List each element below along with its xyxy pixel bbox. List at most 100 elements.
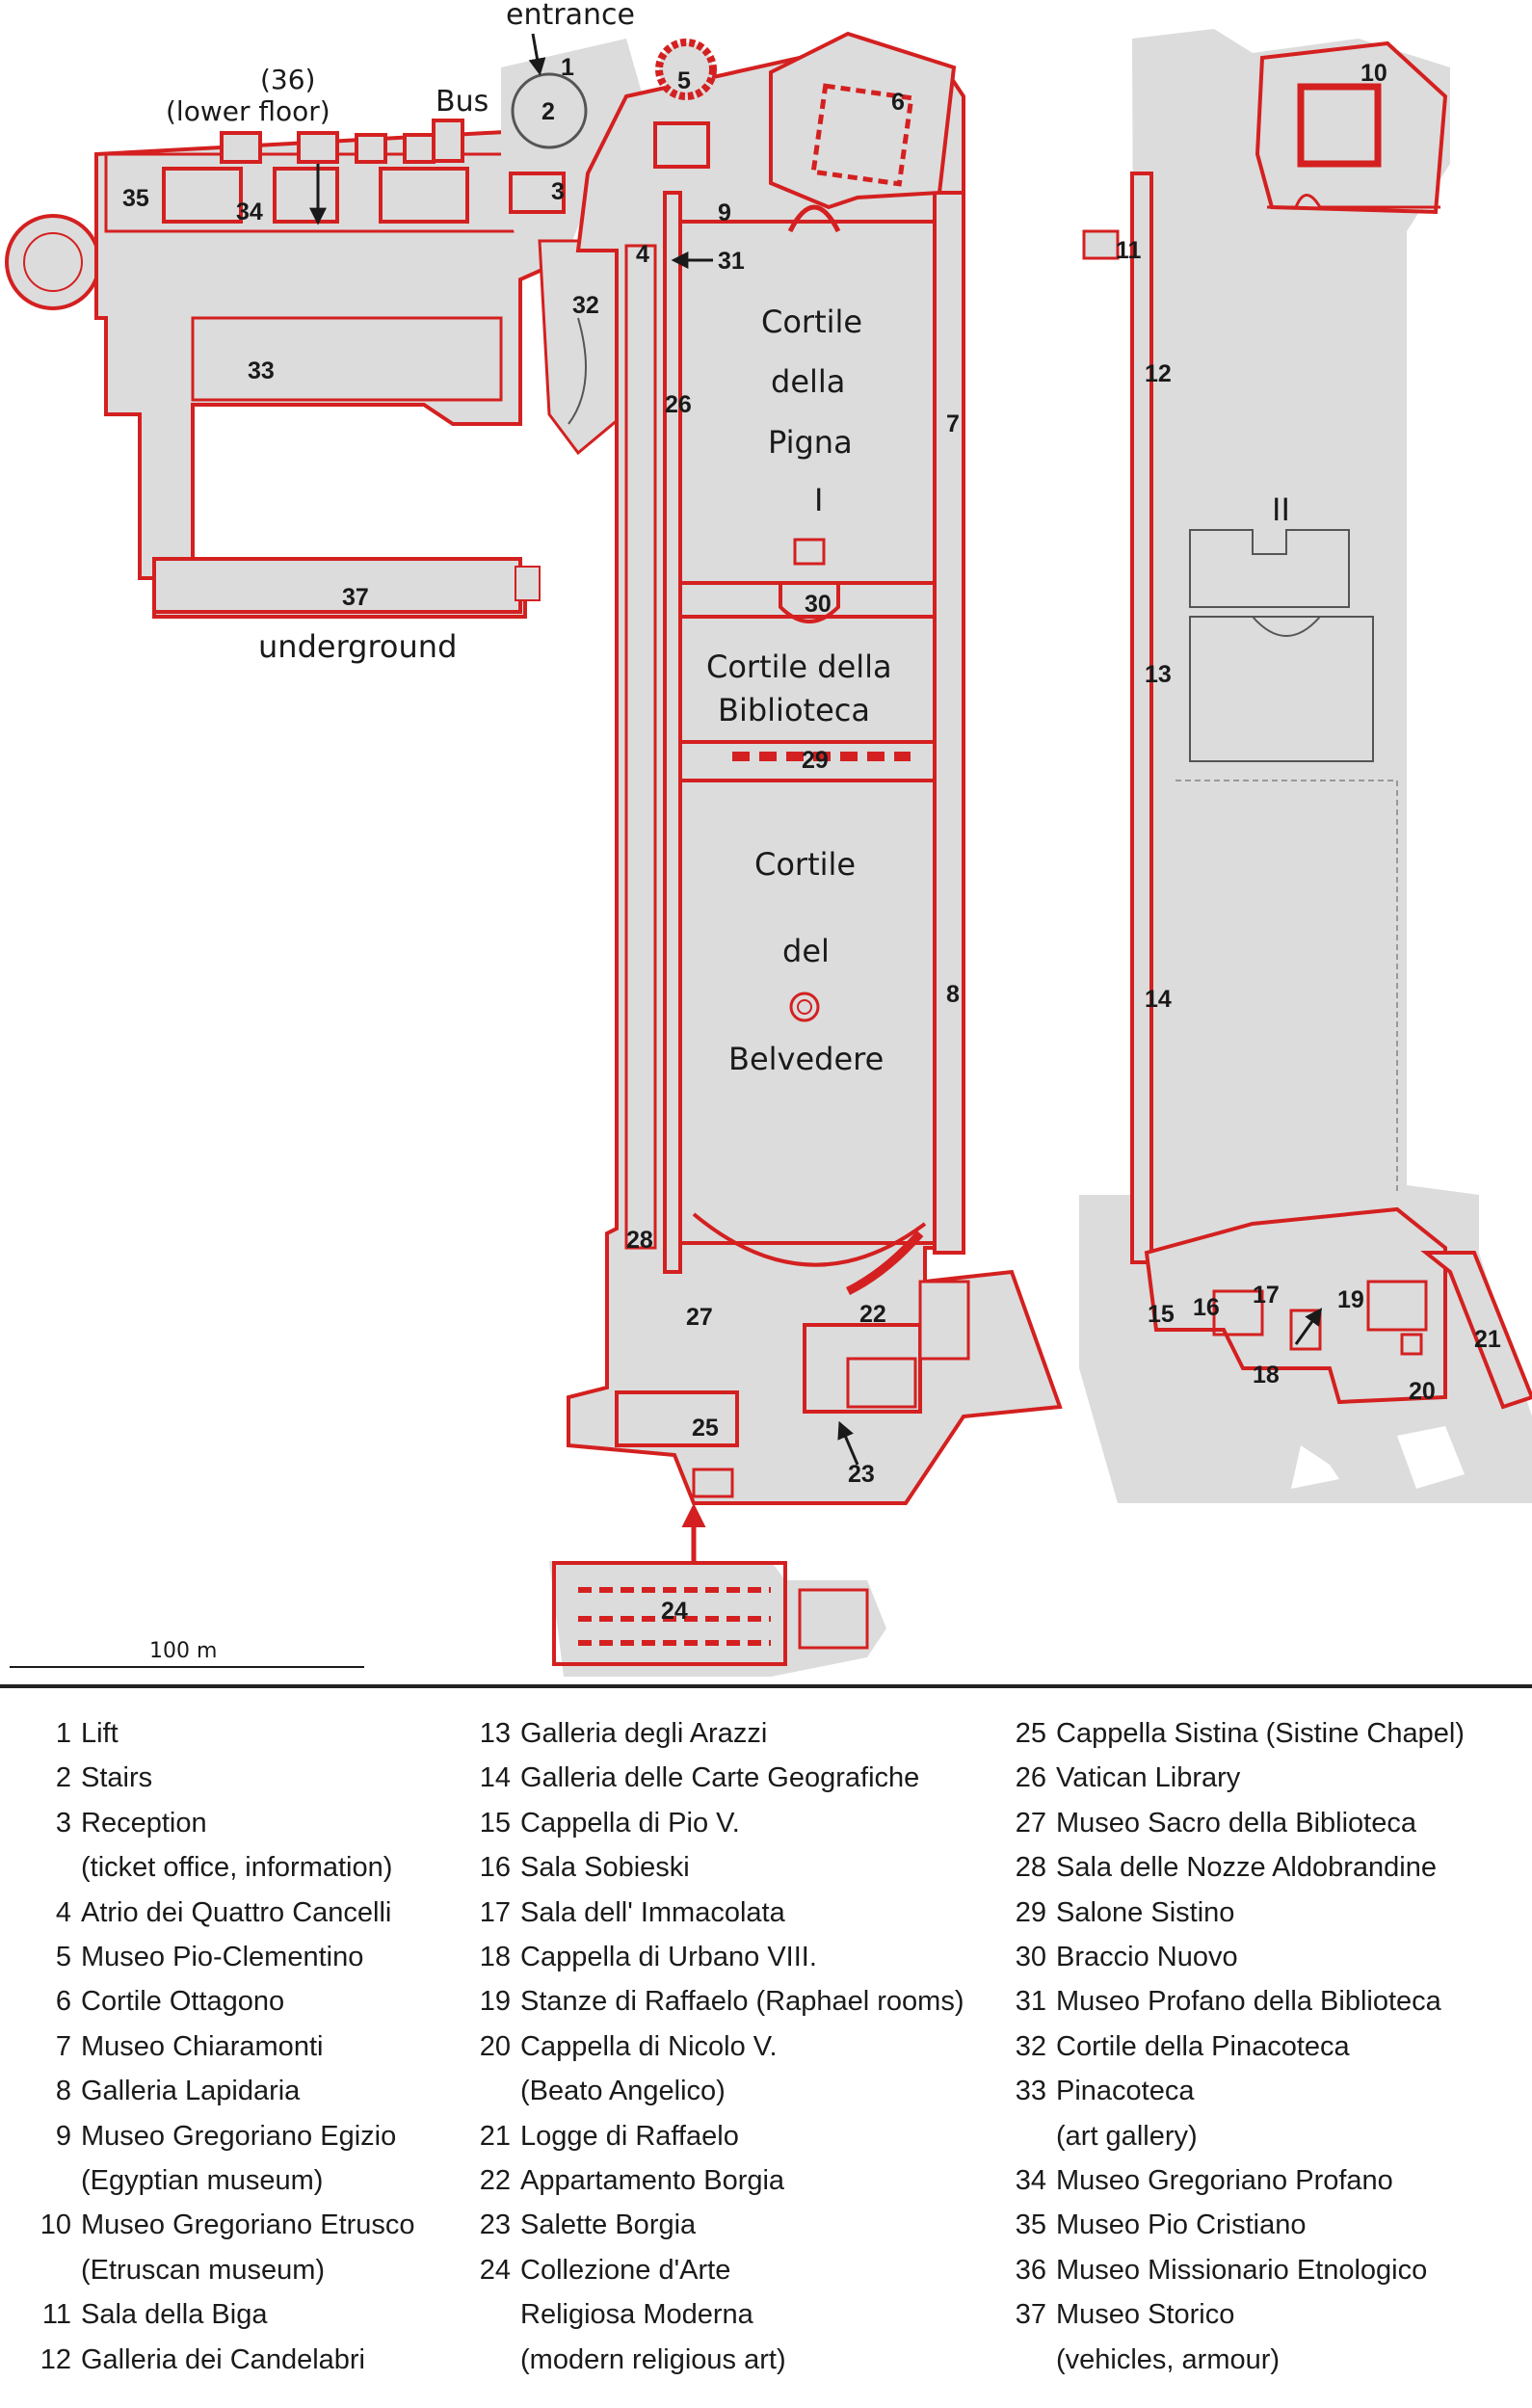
room-8: 8 [946,981,960,1008]
legend-item-note: (Egyptian museum) [81,2165,324,2197]
biblioteca-line-2: Biblioteca [718,692,870,728]
room-17: 17 [1253,1282,1280,1309]
belvedere-line-1: Cortile [754,846,856,883]
room-32: 32 [572,292,599,319]
room-37: 37 [342,584,369,611]
room-3: 3 [551,178,565,205]
modern-art-annex [549,1561,886,1677]
room-13: 13 [1145,661,1172,688]
room-9: 9 [718,199,731,226]
courtyard-two-label: II [1272,491,1290,528]
west-wing [5,119,566,619]
central-complex [567,31,1063,1580]
pigna-line-2: della [771,363,845,400]
room-34: 34 [236,198,263,225]
room-25: 25 [692,1415,719,1442]
legend-item-note: (ticket office, information) [81,1852,393,1884]
room-28: 28 [626,1227,653,1254]
room-14: 14 [1145,986,1172,1013]
room-15: 15 [1148,1301,1175,1328]
legend-item-note: Religiosa Moderna [520,2299,753,2331]
biblioteca-line-1: Cortile della [706,648,892,685]
belvedere-line-3: Belvedere [728,1041,884,1077]
room-2: 2 [541,98,555,125]
room-12: 12 [1145,360,1172,387]
room-16: 16 [1193,1294,1220,1321]
plan-arrows [309,33,859,1466]
entrance-label: entrance [506,0,635,32]
legend-item-note: (Beato Angelico) [520,2076,726,2107]
room-10a: 10 [1360,60,1387,87]
room-27: 27 [686,1304,713,1331]
room-11: 11 [1116,237,1142,264]
pigna-line-3: Pigna [768,424,853,461]
legend-item-note: (art gallery) [1056,2120,1198,2152]
room-6: 6 [891,89,905,116]
legend-item-note: (Etruscan museum) [81,2254,326,2286]
legend-divider [0,1684,1532,1688]
entrance-pavilion [501,39,646,456]
room-4: 4 [636,241,649,268]
room-19: 19 [1337,1286,1364,1313]
room-23: 23 [848,1461,875,1488]
legend-item-note: (modern religious art) [520,2343,786,2375]
room-24: 24 [661,1598,688,1625]
belvedere-line-2: del [782,933,830,969]
museo-pio-cristiano-rotunda [5,214,101,310]
room-21: 21 [1474,1326,1501,1353]
plan-labels: entrance Bus (36) (lower floor) undergro… [122,0,1501,1625]
room-29: 29 [802,747,829,774]
pigna-line-4: I [814,482,823,518]
room-26: 26 [665,391,692,418]
room-22: 22 [859,1301,886,1328]
room-31: 31 [718,248,745,275]
room-33: 33 [248,357,275,384]
lower-floor-number: (36) [260,64,315,95]
room-35: 35 [122,185,149,212]
east-wing [1079,29,1532,1503]
scale-bar: 100 m [10,1639,364,1668]
room-5a: 5 [677,67,691,94]
museum-floor-plan: 100 m entrance Bus (36) (lower floor) un… [5,0,1532,1677]
room-1: 1 [561,54,574,81]
room-7: 7 [946,410,960,437]
